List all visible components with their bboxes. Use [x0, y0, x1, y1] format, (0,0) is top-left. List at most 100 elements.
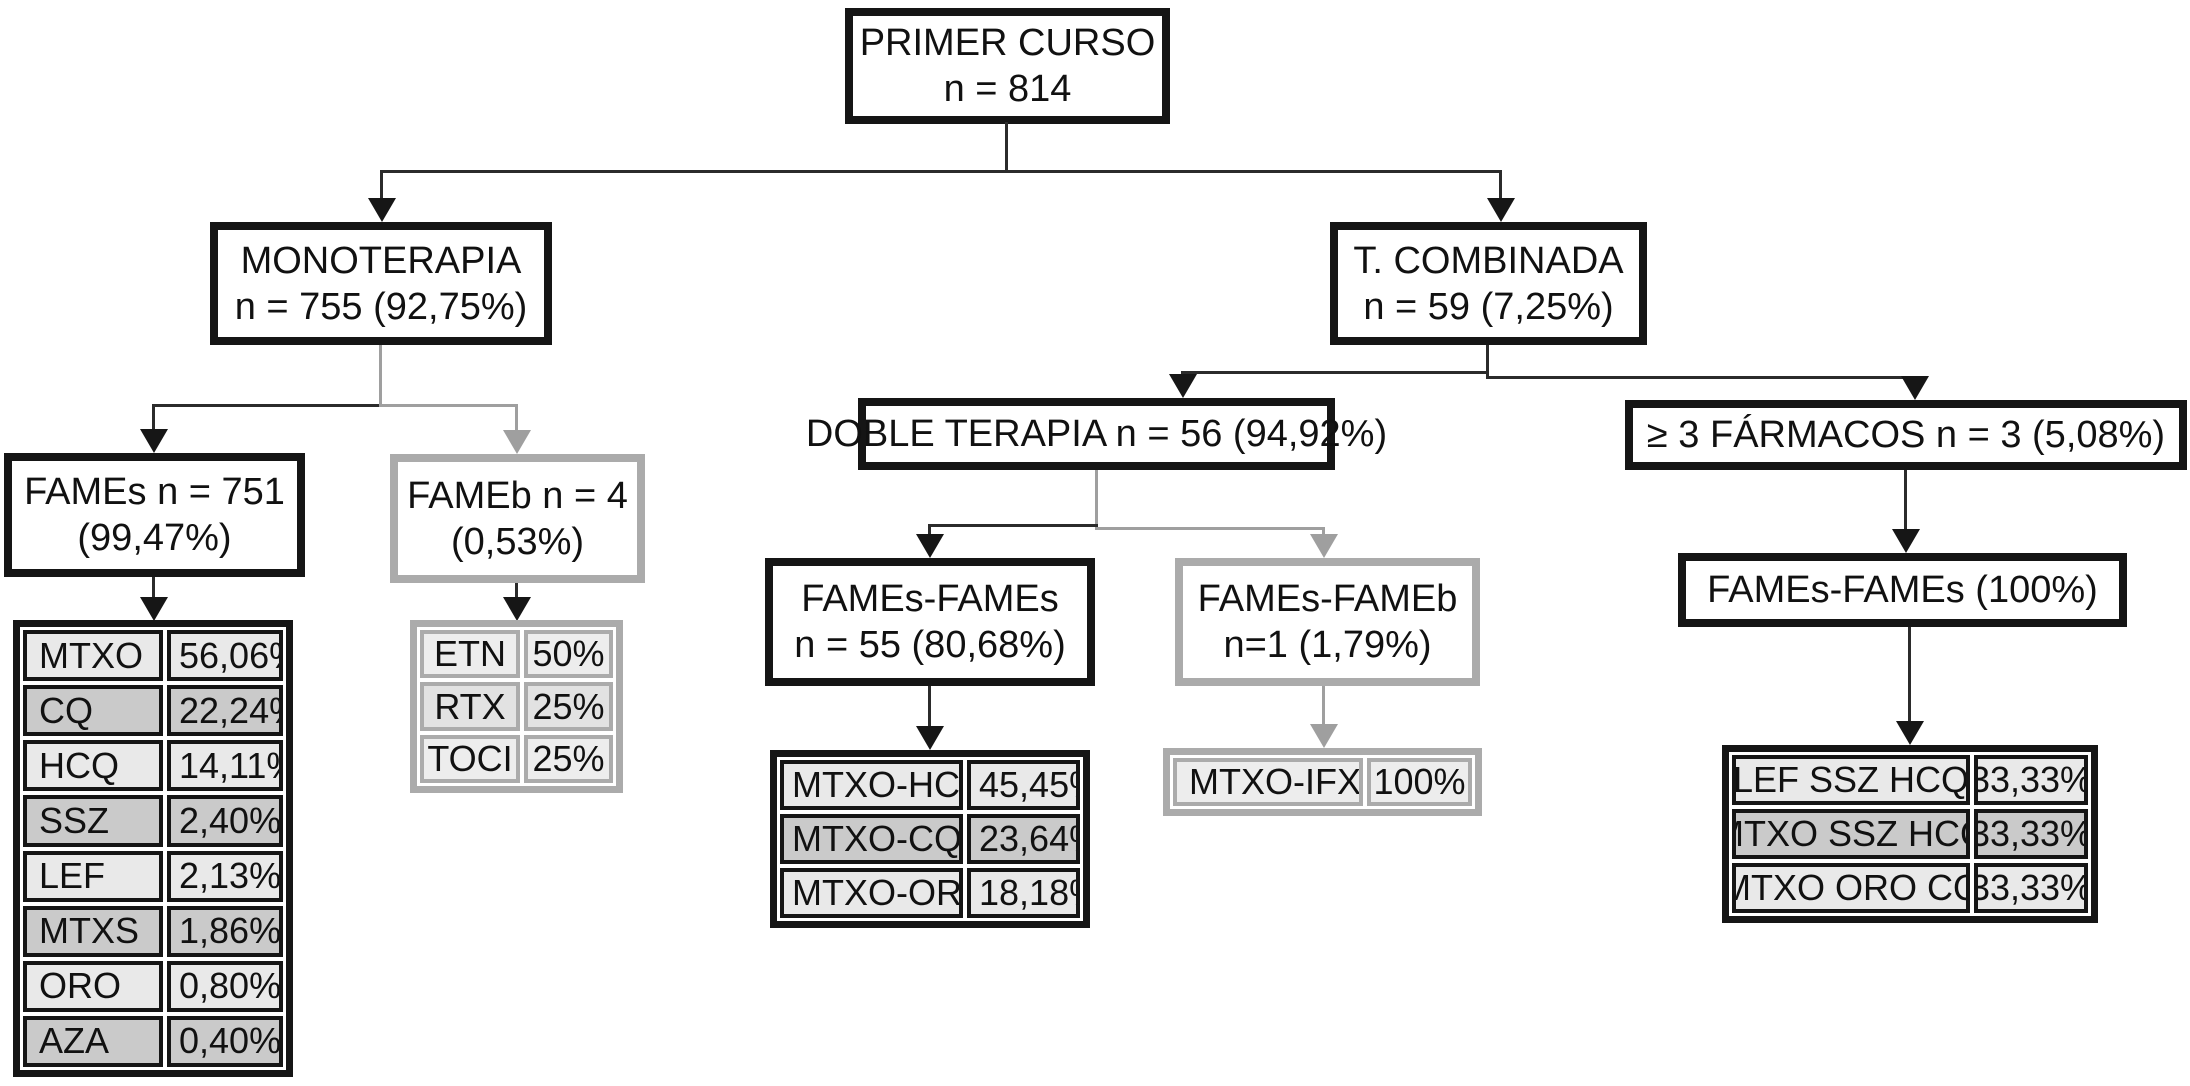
value-cell: 33,33%	[1974, 755, 2088, 805]
node-title: T. COMBINADA	[1353, 239, 1624, 282]
node-tres-farmacos: ≥ 3 FÁRMACOS n = 3 (5,08%)	[1625, 400, 2187, 470]
node-fames: FAMEs n = 751 (99,47%)	[4, 453, 305, 577]
node-title: FAMEs-FAMEs (100%)	[1707, 569, 2098, 611]
connector-line	[928, 524, 1098, 527]
node-title: FAMEs n = 751	[24, 471, 285, 513]
value-cell: 56,06%	[167, 630, 283, 682]
arrowhead-icon	[1169, 374, 1197, 398]
value-cell: 2,40%	[167, 795, 283, 847]
double-therapy-combos-table: MTXO-HCQ 45,45% MTXO-CQ 23,64% MTXO-ORO …	[770, 750, 1090, 928]
connector-line	[379, 345, 382, 407]
monotherapy-fameb-table: ETN 50% RTX 25% TOCI 25%	[410, 620, 623, 793]
fames-fameb-combo-table: MTXO-IFX 100%	[1163, 748, 1482, 816]
drug-cell: MTXO SSZ HCQ	[1732, 809, 1970, 859]
value-cell: 22,24%	[167, 685, 283, 737]
arrowhead-icon	[1487, 198, 1515, 222]
connector-line	[515, 583, 518, 598]
drug-cell: MTXO-HCQ	[780, 760, 963, 810]
value-cell: 25%	[524, 734, 613, 783]
value-cell: 14,11%	[167, 740, 283, 792]
node-subtitle: n=1 (1,79%)	[1223, 624, 1432, 666]
value-cell: 1,86%	[167, 905, 283, 957]
arrowhead-icon	[503, 597, 531, 621]
value-cell: 33,33%	[1974, 809, 2088, 859]
connector-line	[380, 170, 383, 200]
arrowhead-icon	[1896, 721, 1924, 745]
drug-cell: MTXO-CQ	[780, 814, 963, 864]
node-subtitle: (99,47%)	[77, 517, 232, 559]
node-title: PRIMER CURSO	[859, 22, 1156, 64]
node-fameb: FAMEb n = 4 (0,53%)	[390, 454, 645, 583]
drug-cell: CQ	[23, 685, 163, 737]
connector-line	[152, 577, 155, 599]
connector-line	[152, 404, 382, 407]
connector-line	[1904, 470, 1907, 532]
drug-cell: MTXS	[23, 905, 163, 957]
connector-line	[1322, 686, 1325, 726]
connector-line	[1486, 345, 1489, 377]
drug-cell: HCQ	[23, 740, 163, 792]
drug-cell: TOCI	[420, 734, 520, 783]
arrowhead-icon	[503, 430, 531, 454]
node-doble-terapia: DOBLE TERAPIA n = 56 (94,92%)	[806, 398, 1387, 470]
node-t-combinada: T. COMBINADA n = 59 (7,25%)	[1330, 222, 1647, 345]
node-title: FAMEb n = 4	[407, 474, 628, 517]
connector-line	[928, 524, 931, 536]
arrowhead-icon	[1901, 376, 1929, 400]
arrowhead-icon	[140, 597, 168, 621]
node-title: DOBLE TERAPIA n = 56 (94,92%)	[805, 413, 1388, 455]
drug-cell: AZA	[23, 1015, 163, 1067]
value-cell: 33,33%	[1974, 863, 2088, 913]
connector-line	[1908, 627, 1911, 723]
node-monoterapia: MONOTERAPIA n = 755 (92,75%)	[210, 222, 552, 345]
node-title: MONOTERAPIA	[240, 239, 522, 282]
value-cell: 0,40%	[167, 1015, 283, 1067]
arrowhead-icon	[140, 429, 168, 453]
arrowhead-icon	[916, 534, 944, 558]
drug-cell: LEF SSZ HCQ	[1732, 755, 1970, 805]
connector-line	[379, 404, 518, 407]
value-cell: 50%	[524, 630, 613, 679]
arrowhead-icon	[1892, 529, 1920, 553]
connector-line	[515, 404, 518, 430]
drug-cell: MTXO-ORO	[780, 868, 963, 918]
monotherapy-fames-table: MTXO 56,06% CQ 22,24% HCQ 14,11% SSZ 2,4…	[13, 620, 293, 1077]
triple-therapy-combos-table: LEF SSZ HCQ 33,33% MTXO SSZ HCQ 33,33% M…	[1722, 745, 2098, 923]
value-cell: 45,45%	[967, 760, 1080, 810]
connector-line	[928, 686, 931, 728]
drug-cell: RTX	[420, 682, 520, 731]
value-cell: 2,13%	[167, 850, 283, 902]
connector-line	[1181, 371, 1489, 374]
node-primer-curso: PRIMER CURSO n = 814	[845, 8, 1170, 124]
connector-line	[380, 170, 1502, 173]
drug-cell: MTXO	[23, 630, 163, 682]
drug-cell: MTXO-IFX	[1173, 758, 1363, 806]
connector-line	[1499, 170, 1502, 200]
arrowhead-icon	[1310, 724, 1338, 748]
value-cell: 18,18%	[967, 868, 1080, 918]
value-cell: 25%	[524, 682, 613, 731]
connector-line	[152, 404, 155, 430]
drug-cell: ORO	[23, 960, 163, 1012]
node-subtitle: n = 59 (7,25%)	[1363, 285, 1614, 328]
node-subtitle: n = 55 (80,68%)	[794, 624, 1066, 666]
node-title: FAMEs-FAMEb	[1197, 578, 1458, 620]
connector-line	[1322, 527, 1325, 536]
arrowhead-icon	[916, 726, 944, 750]
drug-cell: LEF	[23, 850, 163, 902]
node-title: ≥ 3 FÁRMACOS n = 3 (5,08%)	[1646, 414, 2166, 456]
connector-line	[1005, 122, 1008, 172]
node-subtitle: n = 814	[943, 68, 1072, 110]
node-subtitle: (0,53%)	[450, 520, 585, 563]
value-cell: 0,80%	[167, 960, 283, 1012]
node-fames-fames-100: FAMEs-FAMEs (100%)	[1678, 553, 2127, 627]
node-fames-fameb: FAMEs-FAMEb n=1 (1,79%)	[1175, 558, 1480, 686]
drug-cell: MTXO ORO CQ	[1732, 863, 1970, 913]
connector-line	[1095, 470, 1098, 527]
connector-line	[1095, 527, 1325, 530]
arrowhead-icon	[368, 198, 396, 222]
drug-cell: SSZ	[23, 795, 163, 847]
node-subtitle: n = 755 (92,75%)	[234, 285, 528, 328]
drug-cell: ETN	[420, 630, 520, 679]
